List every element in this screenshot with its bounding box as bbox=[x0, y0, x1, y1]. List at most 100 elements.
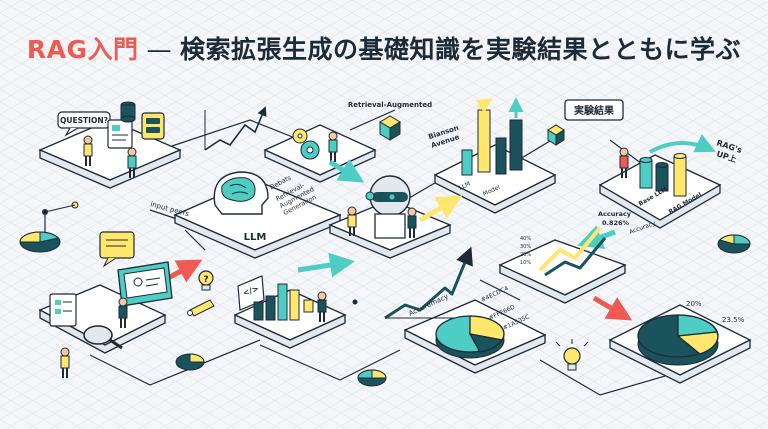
gear-icon bbox=[292, 128, 320, 160]
grid-line bbox=[401, 216, 768, 429]
grid-line bbox=[0, 355, 127, 429]
grid-line bbox=[0, 0, 419, 242]
grid-line bbox=[395, 0, 768, 216]
grid-line bbox=[527, 0, 768, 140]
retrieval-augmented-label: Retrieval-Augmented bbox=[348, 101, 432, 109]
tick-40: 40% bbox=[520, 236, 531, 242]
flow-arrow-teal bbox=[328, 158, 365, 183]
grid-line bbox=[0, 139, 501, 429]
lightbulb-question-icon: ? bbox=[198, 270, 214, 291]
grid-line bbox=[0, 0, 199, 115]
grid-line bbox=[197, 0, 768, 330]
grid-line bbox=[505, 0, 768, 152]
bar-llm-label: LLM bbox=[458, 180, 472, 191]
chat-bubble-icon bbox=[99, 231, 135, 268]
grid-line bbox=[0, 0, 155, 90]
grid-line bbox=[159, 77, 768, 429]
title-dash: — bbox=[146, 35, 173, 64]
grid-line bbox=[131, 0, 768, 368]
document-stack-icon bbox=[107, 119, 133, 149]
grid-line bbox=[0, 164, 457, 429]
grid-line bbox=[0, 0, 375, 217]
robot-icon bbox=[365, 175, 411, 239]
grid-line bbox=[0, 0, 243, 141]
grid-line bbox=[483, 0, 768, 165]
grid-line bbox=[0, 0, 265, 153]
grid-line bbox=[313, 166, 768, 429]
grid-line bbox=[489, 267, 768, 429]
magnifier-icon bbox=[83, 325, 123, 350]
grid-line bbox=[593, 0, 768, 101]
grid-line bbox=[0, 343, 149, 429]
flow-arrow-teal bbox=[297, 252, 355, 278]
grid-line bbox=[181, 89, 768, 429]
accuracy-value-line1: Accuracy bbox=[598, 210, 632, 218]
lightbulb-icon bbox=[555, 339, 589, 371]
results-badge: 実験結果 bbox=[564, 99, 624, 121]
grid-line bbox=[0, 0, 309, 179]
database-icon bbox=[120, 101, 136, 123]
pie-chart-3d bbox=[435, 315, 505, 359]
grid-line bbox=[549, 0, 768, 127]
flow-arrow-red bbox=[166, 259, 203, 283]
grid-line bbox=[0, 304, 215, 429]
pct-235-label: 23.5% bbox=[722, 316, 745, 324]
column-chart-icon bbox=[253, 283, 314, 321]
grid-line bbox=[0, 0, 133, 77]
grid-line bbox=[0, 0, 221, 128]
grid-line bbox=[0, 0, 463, 268]
grid-line bbox=[0, 228, 347, 429]
pct-20-label: 20% bbox=[686, 300, 702, 308]
title-accent: RAG入門 bbox=[26, 35, 139, 64]
accuracy-arrow-label: Accuracy bbox=[628, 220, 657, 236]
grid-line bbox=[0, 0, 397, 230]
grid-line bbox=[0, 0, 441, 255]
line-chart-rising-icon bbox=[204, 106, 267, 151]
pie-chart-small-icon bbox=[175, 353, 205, 371]
flow-arrow-yellow bbox=[418, 195, 463, 223]
grid-line bbox=[0, 266, 281, 429]
accuracy-line-chart-icon: 40% 30% 20% 10% bbox=[520, 226, 607, 277]
svg-text:?: ? bbox=[203, 275, 208, 285]
grid-line bbox=[423, 229, 768, 429]
grid-line bbox=[615, 0, 768, 89]
grid-line bbox=[461, 0, 768, 178]
grid-line bbox=[439, 0, 768, 190]
grid-line bbox=[329, 0, 768, 254]
cube-icon bbox=[379, 115, 401, 141]
tick-10: 10% bbox=[520, 260, 531, 266]
grid-line bbox=[417, 0, 768, 203]
page-title: RAG入門—検索拡張生成の基礎知識を実験結果とともに学ぶ bbox=[0, 30, 768, 66]
grid-line bbox=[153, 0, 768, 356]
tick-20: 20% bbox=[520, 252, 531, 258]
pie-chart-3d bbox=[637, 314, 719, 366]
grid-line bbox=[0, 126, 523, 429]
grid-line bbox=[219, 0, 768, 318]
grid-line bbox=[571, 0, 768, 114]
person-icon bbox=[127, 147, 137, 178]
grid-line bbox=[0, 0, 485, 281]
grid-line bbox=[137, 64, 768, 429]
flow-arrow-red bbox=[592, 295, 633, 321]
profile-card-icon bbox=[117, 261, 173, 307]
input-peers-label: input peers bbox=[149, 200, 190, 218]
grid-line bbox=[247, 127, 768, 429]
grid-line bbox=[225, 115, 768, 429]
person-icon bbox=[118, 297, 128, 328]
grid-line bbox=[0, 114, 545, 429]
llm-label: LLM bbox=[244, 232, 267, 243]
grid-line bbox=[0, 0, 353, 204]
grid-line bbox=[621, 344, 768, 429]
question-label: QUESTION? bbox=[60, 116, 108, 125]
grid-line bbox=[637, 0, 768, 76]
grid-line bbox=[0, 0, 507, 293]
grid-line bbox=[467, 255, 768, 429]
pencil-icon bbox=[187, 299, 215, 317]
cube-icon bbox=[547, 124, 565, 146]
pie-chart-small-icon bbox=[19, 201, 79, 253]
grid-line bbox=[0, 215, 369, 429]
grid-line bbox=[0, 203, 391, 429]
grid-line bbox=[0, 152, 479, 429]
platform-accuracy bbox=[498, 239, 627, 304]
